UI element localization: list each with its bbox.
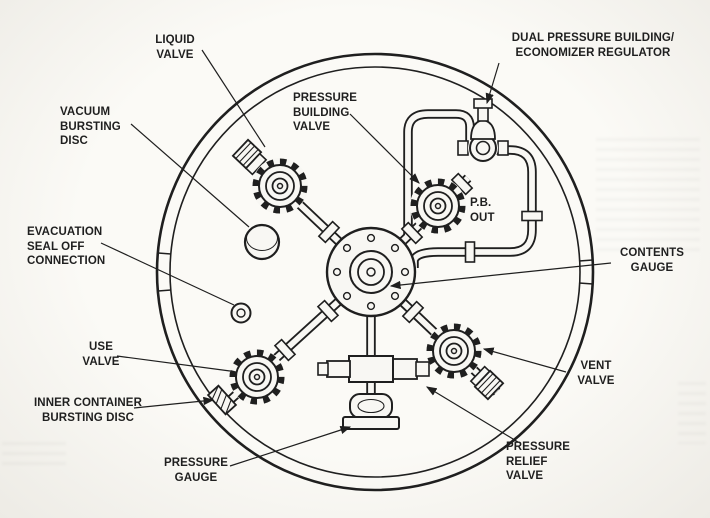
- cylinder-rim: [155, 52, 595, 492]
- leader-vacuum-disc: [130, 123, 250, 228]
- leader-lines: [100, 49, 612, 467]
- leader-inner-disc: [133, 396, 215, 409]
- label-pressure-building-valve: PRESSURE BUILDING VALVE: [293, 92, 358, 134]
- center-manifold-contents-gauge: [325, 226, 417, 318]
- label-contents-gauge: CONTENTS GAUGE: [619, 247, 685, 274]
- liquid-valve-handwheel: [252, 158, 308, 214]
- leader-pressure-gauge: [229, 425, 352, 467]
- leader-pb-valve: [349, 113, 420, 184]
- leader-vent-valve: [482, 347, 567, 373]
- vacuum-bursting-disc: [243, 223, 281, 261]
- label-vent-valve: VENT VALVE: [577, 360, 615, 387]
- label-vacuum-bursting-disc: VACUUM BURSTING DISC: [60, 106, 121, 148]
- leader-use-valve: [116, 355, 231, 372]
- leader-evacuation: [100, 242, 235, 306]
- evacuation-seal-off-connection: [230, 302, 252, 324]
- leader-contents-gauge: [389, 262, 612, 290]
- label-evacuation-seal-off: EVACUATION SEAL OFF CONNECTION: [27, 226, 106, 268]
- pressure-relief-valve: [391, 358, 430, 380]
- inner-container-bursting-disc: [206, 384, 238, 416]
- label-pb-out: P.B. OUT: [470, 197, 495, 224]
- label-inner-container-bursting-disc: INNER CONTAINER BURSTING DISC: [34, 397, 142, 424]
- use-valve-handwheel: [229, 349, 285, 405]
- pressure-building-valve-handwheel: [410, 178, 466, 234]
- leader-liquid-valve: [201, 49, 266, 148]
- leader-relief-valve: [425, 386, 519, 443]
- label-use-valve: USE VALVE: [82, 341, 120, 368]
- label-pressure-gauge: PRESSURE GAUGE: [163, 457, 229, 484]
- pressure-gauge-assembly: [317, 355, 400, 430]
- label-pressure-relief-valve: PRESSURE RELIEF VALVE: [506, 441, 571, 483]
- vent-valve-handwheel: [426, 323, 482, 379]
- label-dual-pressure-regulator: DUAL PRESSURE BUILDING/ ECONOMIZER REGUL…: [511, 32, 675, 59]
- label-liquid-valve: LIQUID VALVE: [155, 34, 195, 61]
- leader-regulator: [485, 62, 500, 105]
- economizer-regulator: [457, 98, 509, 163]
